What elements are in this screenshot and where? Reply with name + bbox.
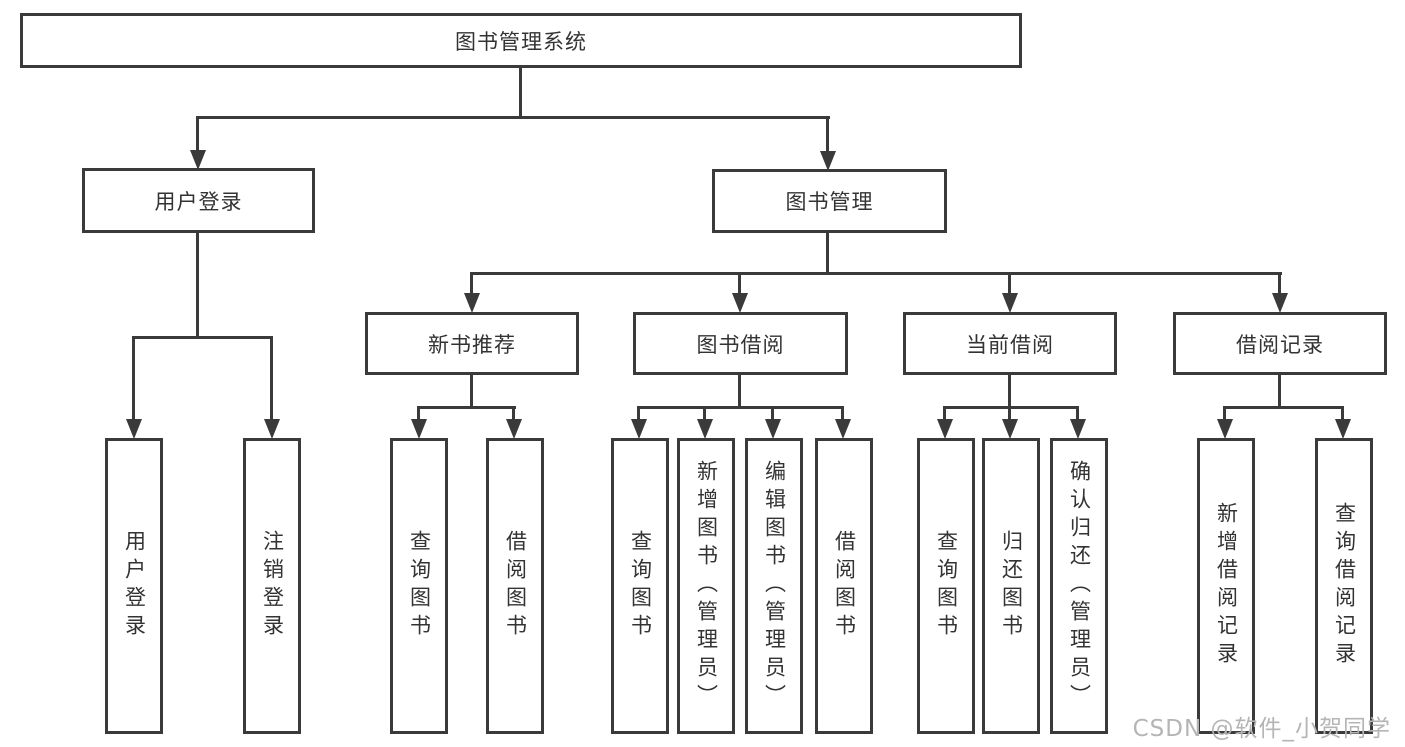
node-new-book-recommendation: 新书推荐	[365, 312, 579, 375]
connector-arrow-stem	[1223, 406, 1226, 420]
node-leaf-label: 查询图书	[407, 530, 432, 642]
connector-stem	[470, 375, 473, 409]
node-leaf-borrow-books: 借阅图书	[815, 438, 873, 734]
connector-hline	[1223, 406, 1344, 409]
arrowhead-down-icon	[1217, 419, 1233, 439]
node-leaf-label: 编辑图书（管理员）	[762, 460, 787, 712]
connector-arrow-stem	[196, 116, 199, 152]
arrowhead-down-icon	[631, 419, 647, 439]
arrowhead-down-icon	[1002, 419, 1018, 439]
arrowhead-down-icon	[1272, 293, 1288, 313]
node-leaf-edit-books-admin: 编辑图书（管理员）	[745, 438, 803, 734]
node-leaf-query-borrow-record: 查询借阅记录	[1315, 438, 1373, 734]
arrowhead-down-icon	[1335, 419, 1351, 439]
node-book-borrowing: 图书借阅	[633, 312, 848, 375]
connector-arrow-stem	[1278, 272, 1281, 294]
arrowhead-down-icon	[1002, 293, 1018, 313]
arrowhead-down-icon	[732, 293, 748, 313]
connector-root-stem	[519, 68, 522, 118]
arrowhead-down-icon	[126, 419, 142, 439]
connector-arrow-stem	[512, 406, 515, 420]
node-leaf-label: 归还图书	[999, 530, 1024, 642]
arrowhead-down-icon	[820, 151, 836, 171]
connector-stem	[1278, 375, 1281, 409]
node-leaf-label: 注销登录	[260, 530, 285, 642]
node-leaf-label: 查询图书	[934, 530, 959, 642]
node-leaf-label: 借阅图书	[503, 530, 528, 642]
node-leaf-query-books-current: 查询图书	[917, 438, 975, 734]
connector-arrow-stem	[1008, 406, 1011, 420]
node-leaf-return-books: 归还图书	[982, 438, 1040, 734]
connector-arrow-stem	[943, 406, 946, 420]
watermark-text: CSDN @软件_小贺同学	[1132, 716, 1391, 742]
connector-book-mgmt-stem	[826, 233, 829, 275]
node-leaf-label: 确认归还（管理员）	[1067, 460, 1092, 712]
node-leaf-confirm-return-admin: 确认归还（管理员）	[1050, 438, 1108, 734]
node-current-borrowing: 当前借阅	[903, 312, 1117, 375]
connector-arrow-stem	[132, 336, 135, 420]
node-leaf-user-login: 用户登录	[105, 438, 163, 734]
node-leaf-borrow-books-recommend: 借阅图书	[486, 438, 544, 734]
connector-level2-hline	[197, 116, 830, 119]
node-leaf-label: 用户登录	[122, 530, 147, 642]
connector-arrow-stem	[703, 406, 706, 420]
arrowhead-down-icon	[411, 419, 427, 439]
connector-arrow-stem	[841, 406, 844, 420]
connector-user-login-stem	[196, 233, 199, 338]
node-leaf-query-books-recommend: 查询图书	[390, 438, 448, 734]
connector-arrow-stem	[826, 116, 829, 152]
node-leaf-label: 查询借阅记录	[1332, 502, 1357, 670]
node-user-login: 用户登录	[82, 168, 315, 233]
arrowhead-down-icon	[1070, 419, 1086, 439]
connector-hline	[943, 406, 1079, 409]
arrowhead-down-icon	[765, 419, 781, 439]
connector-arrow-stem	[1008, 272, 1011, 294]
node-leaf-label: 借阅图书	[832, 530, 857, 642]
connector-arrow-stem	[270, 336, 273, 420]
node-leaf-add-borrow-record: 新增借阅记录	[1197, 438, 1255, 734]
node-book-management: 图书管理	[712, 169, 947, 233]
connector-level3-hline	[470, 272, 1282, 275]
node-leaf-label: 新增图书（管理员）	[694, 460, 719, 712]
connector-arrow-stem	[417, 406, 420, 420]
connector-arrow-stem	[771, 406, 774, 420]
node-leaf-label: 新增借阅记录	[1214, 502, 1239, 670]
arrowhead-down-icon	[464, 293, 480, 313]
node-leaf-label: 查询图书	[628, 530, 653, 642]
node-borrowing-records: 借阅记录	[1173, 312, 1387, 375]
arrowhead-down-icon	[937, 419, 953, 439]
arrowhead-down-icon	[264, 419, 280, 439]
arrowhead-down-icon	[697, 419, 713, 439]
connector-arrow-stem	[1076, 406, 1079, 420]
connector-hline	[417, 406, 516, 409]
connector-user-login-hline	[132, 336, 273, 339]
arrowhead-down-icon	[835, 419, 851, 439]
node-leaf-logout: 注销登录	[243, 438, 301, 734]
connector-stem	[1008, 375, 1011, 409]
connector-arrow-stem	[470, 272, 473, 294]
connector-hline	[637, 406, 843, 409]
node-leaf-add-books-admin: 新增图书（管理员）	[677, 438, 735, 734]
connector-arrow-stem	[1341, 406, 1344, 420]
arrowhead-down-icon	[506, 419, 522, 439]
node-library-management-system: 图书管理系统	[20, 13, 1022, 68]
connector-arrow-stem	[738, 272, 741, 294]
node-leaf-query-books-borrowing: 查询图书	[611, 438, 669, 734]
connector-arrow-stem	[637, 406, 640, 420]
arrowhead-down-icon	[190, 150, 206, 170]
connector-stem	[738, 375, 741, 409]
